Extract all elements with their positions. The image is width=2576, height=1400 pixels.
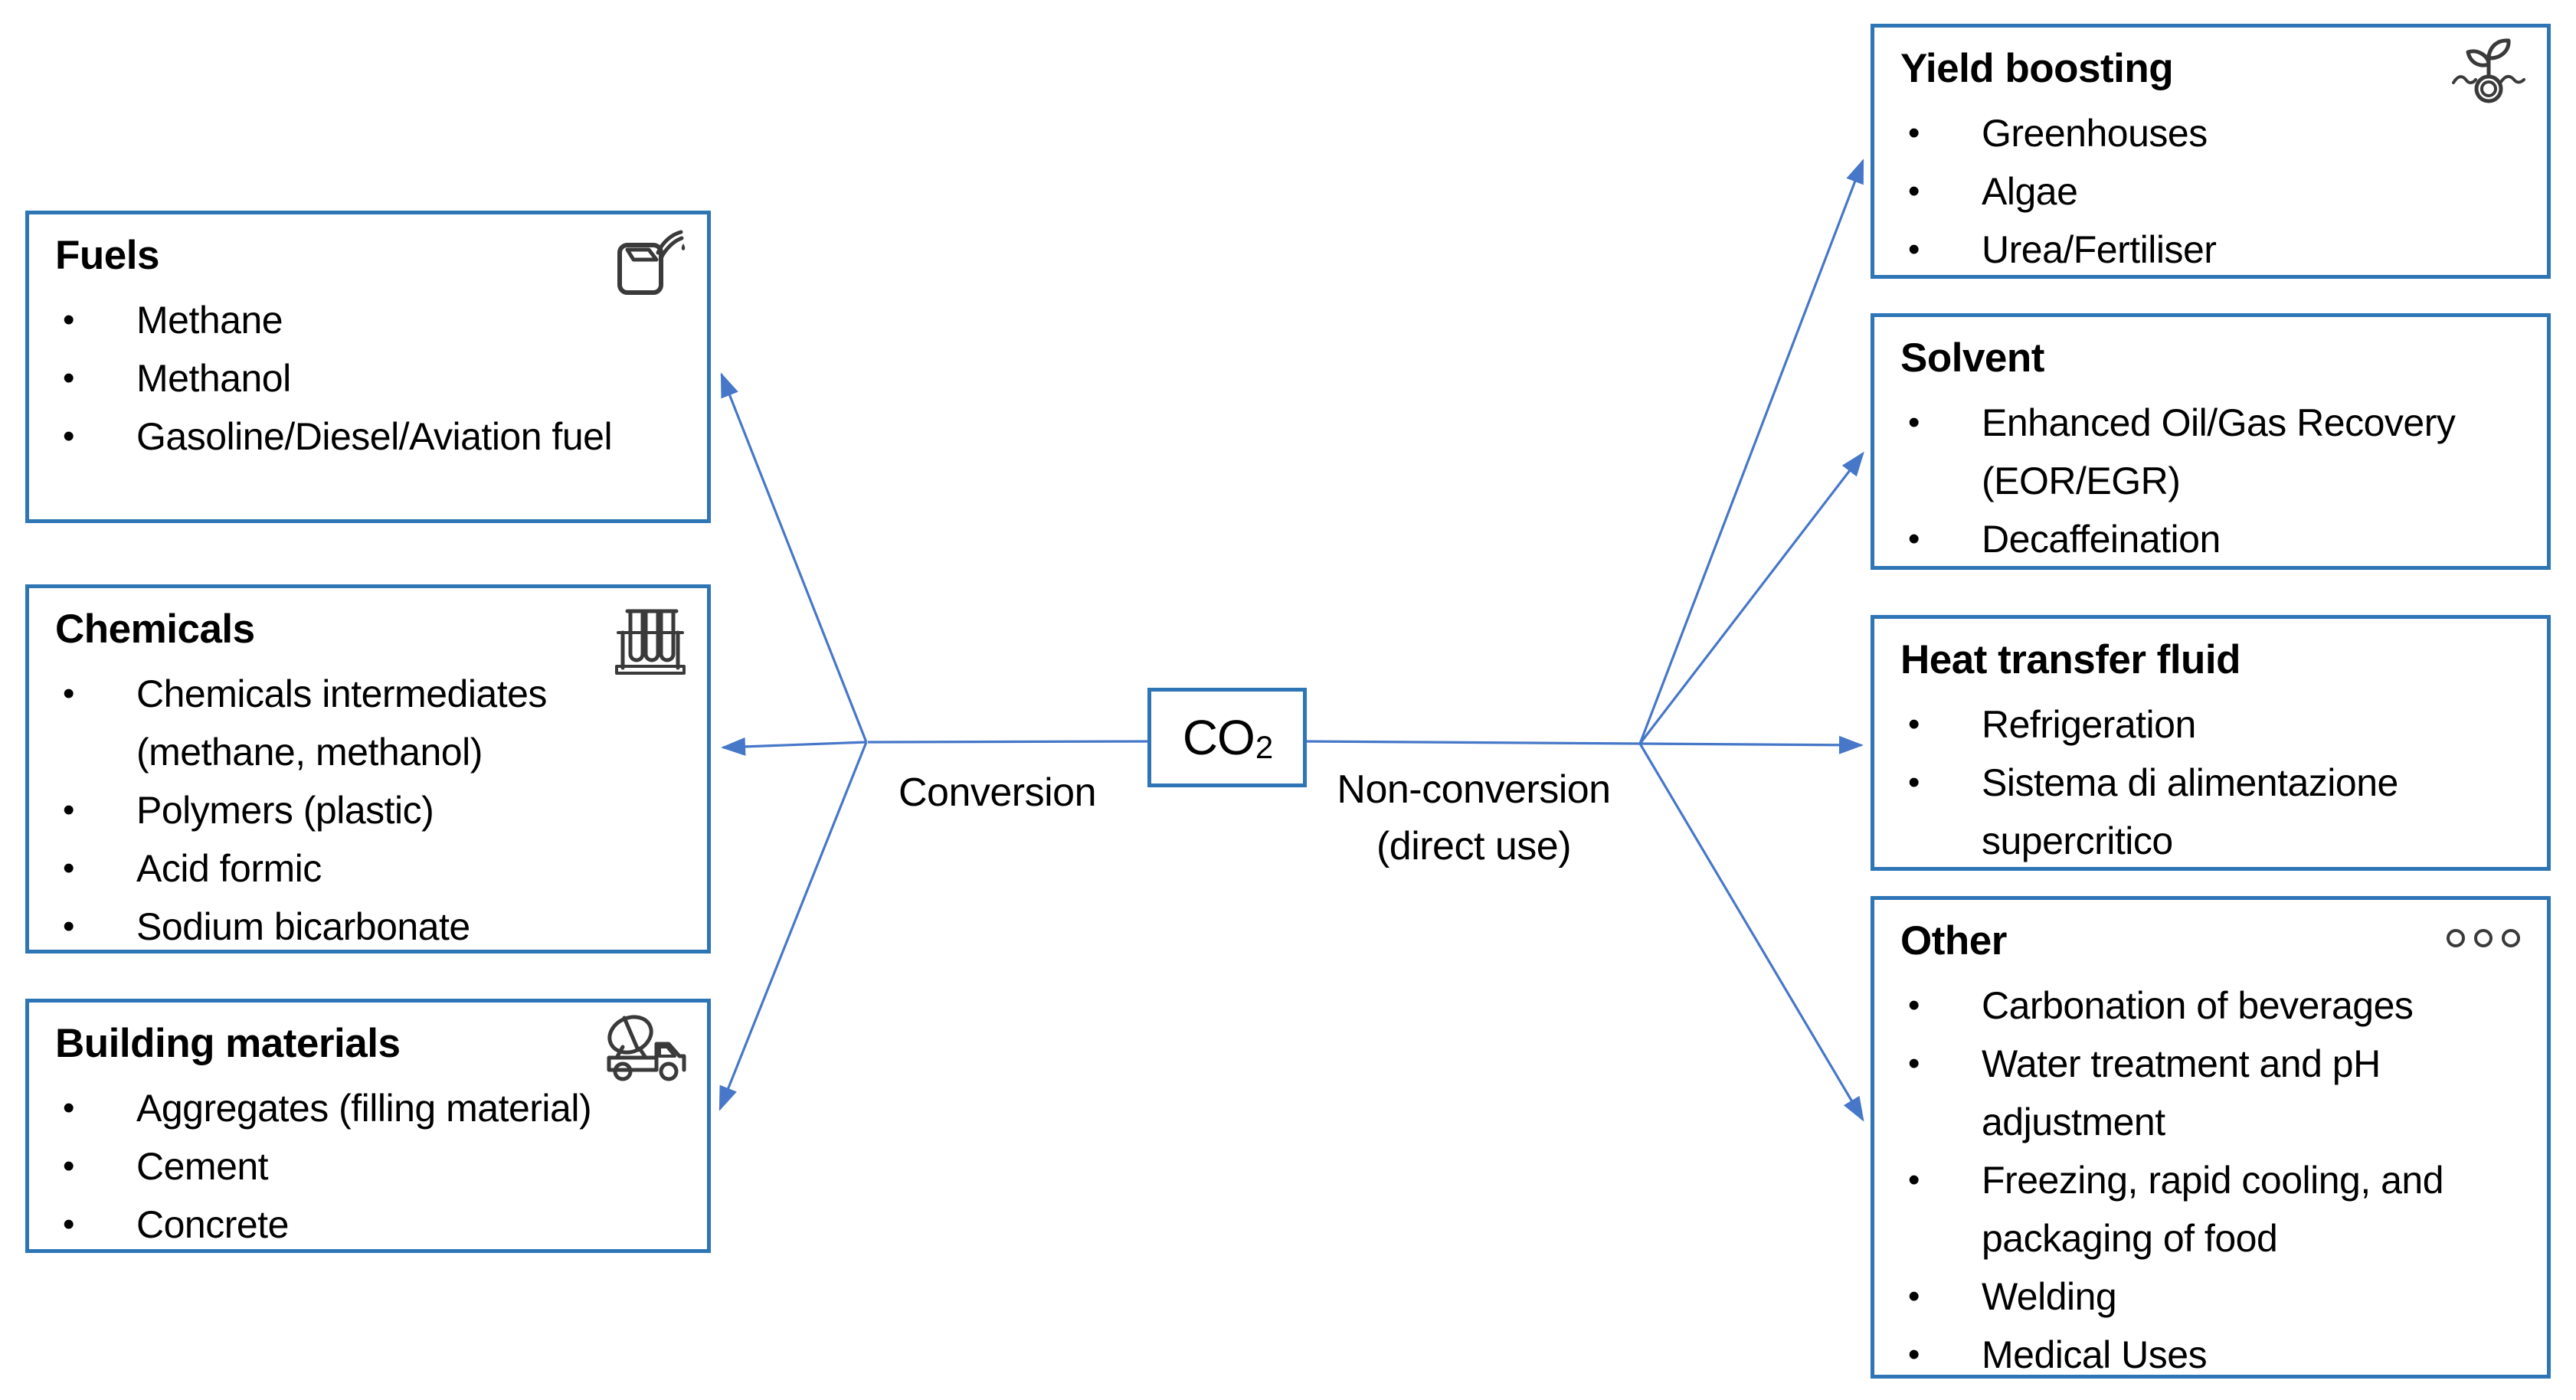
box-title: Chemicals — [55, 607, 255, 652]
arrow-to-solvent — [1638, 451, 1864, 744]
list-item: Greenhouses — [1900, 104, 2547, 162]
list-item: Methanol — [55, 349, 707, 407]
list-item: Urea/Fertiliser — [1900, 221, 2547, 279]
arrow-to-yield-boosting — [1638, 159, 1864, 744]
box-title: Solvent — [1900, 335, 2044, 381]
heat-transfer-fluid-box: Heat transfer fluid RefrigerationSistema… — [1871, 615, 2551, 871]
non-conversion-label-line1: Non-conversion — [1337, 767, 1611, 812]
list-item: Aggregates (filling material) — [55, 1079, 707, 1137]
list-item: Welding — [1900, 1268, 2547, 1326]
box-title: Fuels — [55, 233, 159, 278]
box-item-list: Enhanced Oil/Gas Recovery (EOR/EGR)Decaf… — [1900, 394, 2547, 568]
arrow-to-chemicals — [721, 737, 867, 756]
list-item: Chemicals intermediates (methane, methan… — [55, 665, 707, 781]
list-item: Enhanced Oil/Gas Recovery (EOR/EGR) — [1900, 394, 2547, 510]
chemicals-box: Chemicals Chemicals intermediates (metha… — [25, 584, 711, 956]
list-item: Refrigeration — [1900, 695, 2547, 754]
arrow-to-building-materials — [718, 741, 868, 1111]
box-item-list: Aggregates (filling material)CementConcr… — [55, 1079, 707, 1254]
list-item: Polymers (plastic) — [55, 781, 707, 839]
non-conversion-label: Non-conversion (direct use) — [1313, 761, 1635, 875]
list-item: Cement — [55, 1137, 707, 1196]
box-item-list: Carbonation of beveragesWater treatment … — [1900, 976, 2547, 1384]
list-item: Concrete — [55, 1196, 707, 1254]
box-title: Yield boosting — [1900, 46, 2174, 91]
arrow-to-other — [1638, 743, 1864, 1122]
co2-to-right-junction-line — [1304, 740, 1641, 745]
list-item: Sistema di alimentazione supercritico — [1900, 754, 2547, 870]
arrow-to-heat-transfer-fluid — [1639, 735, 1864, 754]
list-item: Algae — [1900, 162, 2547, 221]
box-title: Building materials — [55, 1021, 401, 1066]
conversion-label: Conversion — [898, 770, 1097, 815]
box-title: Other — [1900, 918, 2007, 963]
list-item: Water treatment and pH adjustment — [1900, 1035, 2547, 1151]
box-item-list: Chemicals intermediates (methane, methan… — [55, 665, 707, 956]
list-item: Sodium bicarbonate — [55, 898, 707, 956]
seedling-icon — [2452, 38, 2525, 115]
co2-subscript: 2 — [1255, 729, 1273, 765]
cement-mixer-truck-icon — [604, 1010, 687, 1084]
fuel-can-icon — [610, 225, 687, 296]
yield-boosting-box: Yield boosting GreenhousesAlgaeUrea/Fert… — [1871, 24, 2551, 279]
box-item-list: RefrigerationSistema di alimentazione su… — [1900, 695, 2547, 870]
box-item-list: GreenhousesAlgaeUrea/Fertiliser — [1900, 104, 2547, 279]
list-item: Decaffeination — [1900, 510, 2547, 568]
arrow-to-fuels — [720, 372, 868, 743]
list-item: Gasoline/Diesel/Aviation fuel — [55, 407, 707, 466]
solvent-box: Solvent Enhanced Oil/Gas Recovery (EOR/E… — [1871, 313, 2551, 570]
co2-to-left-junction-line — [867, 740, 1150, 744]
ellipsis-icon — [2443, 926, 2524, 950]
list-item: Medical Uses — [1900, 1326, 2547, 1384]
co2-formula: CO — [1182, 710, 1255, 765]
list-item: Methane — [55, 291, 707, 349]
other-box: Other Carbonation of beveragesWater trea… — [1871, 896, 2551, 1384]
list-item: Freezing, rapid cooling, and packaging o… — [1900, 1151, 2547, 1268]
building-materials-box: Building materials Aggregates (filling m… — [25, 999, 711, 1254]
list-item: Carbonation of beverages — [1900, 976, 2547, 1035]
box-item-list: MethaneMethanolGasoline/Diesel/Aviation … — [55, 291, 707, 466]
fuels-box: Fuels MethaneMethanolGasoline/Diesel/Avi… — [25, 211, 711, 523]
list-item: Acid formic — [55, 839, 707, 898]
box-title: Heat transfer fluid — [1900, 637, 2241, 682]
non-conversion-label-line2: (direct use) — [1376, 824, 1572, 868]
